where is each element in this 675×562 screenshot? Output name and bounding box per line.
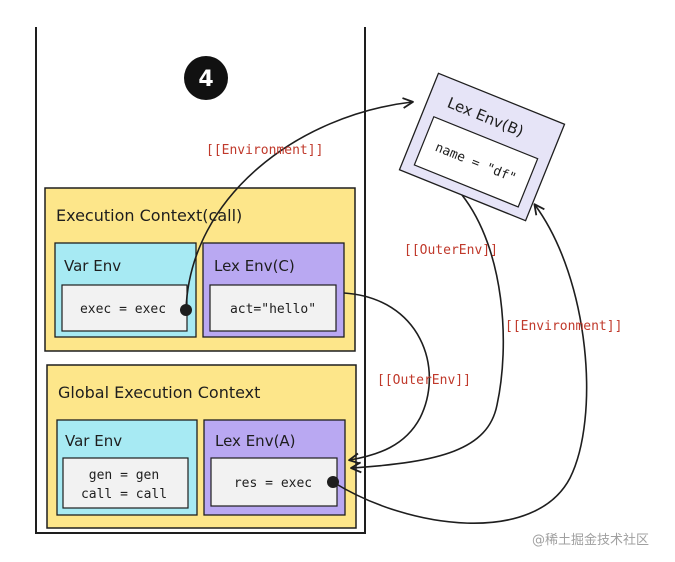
stack-outline [35,27,366,534]
call-context-title: Execution Context(call) [56,206,242,225]
environment-label-top: [[Environment]] [206,143,323,158]
lex-env-b-box [413,115,539,208]
global-var-env-entry-call: call = call [81,487,167,502]
outer-env-link-c-to-a [343,292,431,465]
global-lex-env-a-entry: res = exec [234,476,312,491]
call-lex-env-c-box [209,284,337,332]
call-var-env-entry: exec = exec [80,302,166,317]
outer-env-label-middle: [[OuterEnv]] [377,373,471,388]
watermark: @稀土掘金技术社区 [532,533,650,548]
call-lex-env-c-title: Lex Env(C) [214,257,295,275]
step-badge-number: 4 [198,67,213,92]
environment-link-top [185,97,414,311]
global-lex-env-a-title: Lex Env(A) [215,432,296,450]
outer-env-label-right: [[OuterEnv]] [404,243,498,258]
call-lex-env-c-entry: act="hello" [230,302,316,317]
res-reference-dot [327,476,339,488]
step-badge [184,56,228,100]
global-var-env-box [62,457,189,509]
call-var-env-title: Var Env [64,257,121,275]
exec-reference-dot [180,304,192,316]
global-var-env-entry-gen: gen = gen [89,468,159,483]
environment-label-right: [[Environment]] [505,319,622,334]
environment-link-bottom [332,203,588,524]
global-var-env-title: Var Env [65,432,122,450]
outer-env-link-b-to-a [350,194,505,474]
call-var-env-box [61,284,188,332]
global-lex-env-a-box [210,457,338,507]
global-context-title: Global Execution Context [58,383,260,402]
lex-env-b: Lex Env(B) name = "df" [398,72,566,222]
